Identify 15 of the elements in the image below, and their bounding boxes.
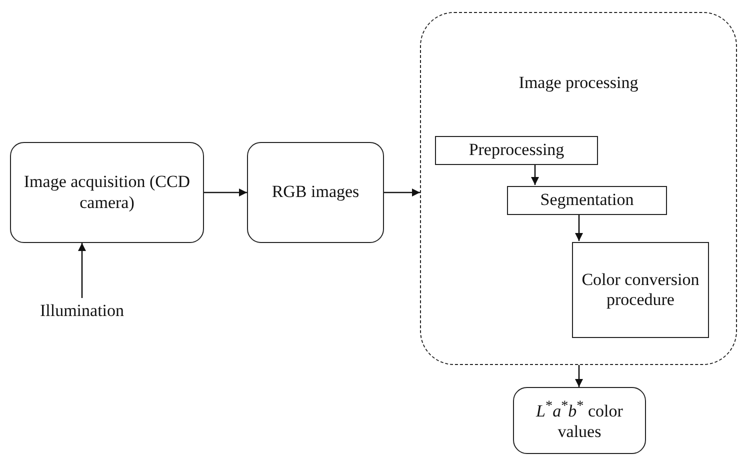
step-box: Color conversion procedure — [572, 242, 709, 338]
arrow — [204, 188, 247, 196]
arrow — [78, 243, 86, 298]
group-container — [420, 12, 737, 365]
step-box: Preprocessing — [435, 136, 598, 165]
process-box: RGB images — [247, 142, 384, 243]
arrow — [575, 365, 583, 387]
process-box: L$^{*}$a$^{*}$b$^{*}$ color values — [513, 387, 646, 454]
arrow — [531, 164, 539, 185]
input-label: Illumination — [22, 298, 142, 324]
step-box: Segmentation — [507, 186, 667, 215]
arrow — [575, 214, 583, 241]
arrow — [384, 188, 420, 196]
group-title: Image processing — [518, 73, 640, 94]
process-box: Image acquisition (CCD camera) — [10, 142, 204, 243]
